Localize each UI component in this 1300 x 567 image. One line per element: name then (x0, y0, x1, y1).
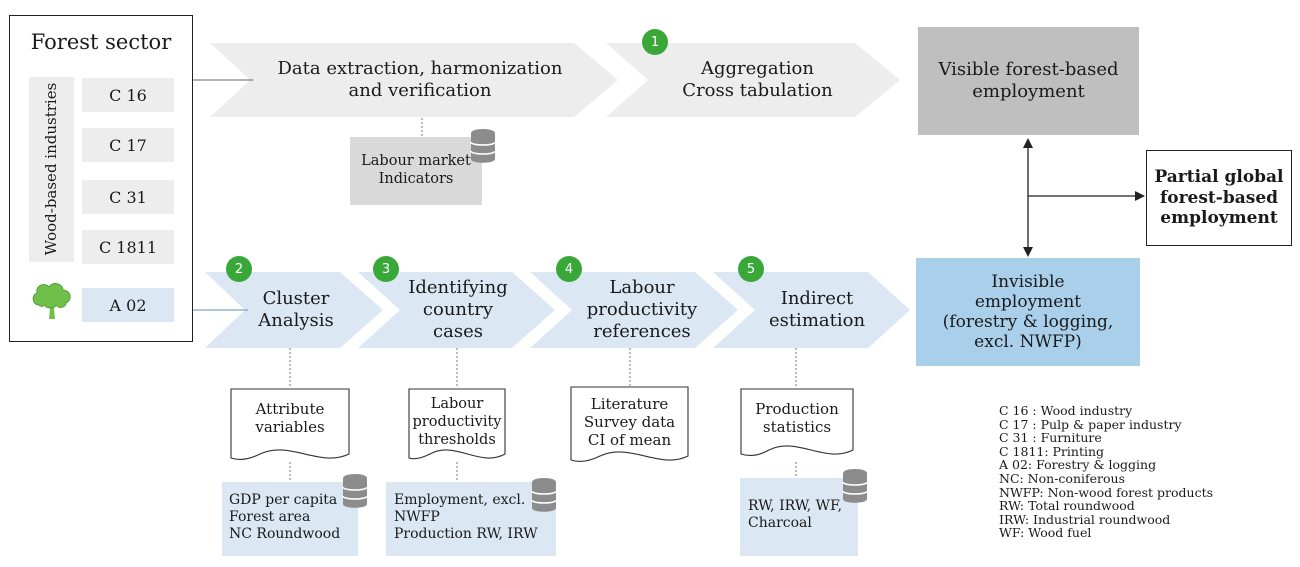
step-indirect-label: Indirect estimation (768, 288, 866, 331)
step-badge-2: 2 (226, 256, 252, 282)
database-icon (842, 469, 868, 503)
db-country-box (386, 482, 556, 556)
invisible-employment-box: Invisible employment (forestry & logging… (916, 258, 1140, 366)
legend-item: NWFP: Non-wood forest products (999, 484, 1214, 500)
doc-literature-label: Literature Survey data CI of mean (583, 394, 676, 450)
chevron-productivity (530, 272, 738, 348)
step-badge-3: 3 (373, 256, 399, 282)
code-a02: A 02 (82, 288, 174, 322)
arrow-head-up (1023, 138, 1033, 148)
db-cluster-text: GDP per capita Forest area NC Roundwood (229, 492, 341, 543)
code-c17: C 17 (82, 128, 174, 162)
partial-global-box: Partial global forest-based employment (1146, 150, 1292, 246)
db-cluster-box (222, 482, 358, 556)
chevron-country-cases (358, 272, 555, 348)
doc-shape-thresholds (408, 388, 506, 460)
abbreviation-legend: C 16 : Wood industry C 17 : Pulp & paper… (999, 404, 1294, 540)
legend-item: C 31 : Furniture (999, 430, 1102, 446)
database-icon (342, 474, 368, 508)
chevron-indirect (713, 272, 910, 348)
chevron-data-extraction (210, 43, 618, 117)
chevron-cluster (205, 272, 383, 348)
database-icon (470, 129, 496, 163)
database-icon (531, 478, 557, 512)
step-aggregation-label: Aggregation Cross tabulation (682, 58, 833, 101)
arrow-head-down (1023, 247, 1033, 257)
legend-item: C 1811: Printing (999, 443, 1105, 459)
step-badge-4: 4 (556, 256, 582, 282)
doc-thresholds-label: Labour productivity thresholds (412, 396, 502, 448)
step-productivity-label: Labour productivity references (586, 277, 698, 342)
doc-shape-production (740, 388, 854, 456)
code-c16: C 16 (82, 78, 174, 112)
wood-industries-label-box (29, 77, 74, 262)
step-data-extraction-label: Data extraction, harmonization and verif… (277, 58, 563, 101)
arrow-head-right (1135, 191, 1145, 201)
doc-production-label: Production statistics (755, 399, 839, 436)
legend-item: A 02: Forestry & logging (999, 457, 1157, 473)
doc-attribute-label: Attribute variables (255, 399, 325, 436)
legend-item: WF: Wood fuel (999, 525, 1092, 541)
chevron-aggregation (606, 43, 900, 117)
code-c31: C 31 (82, 180, 174, 214)
code-c1811: C 1811 (82, 230, 174, 264)
wood-industries-label: Wood-based industries (42, 82, 60, 256)
db-indirect-text: RW, IRW, WF, Charcoal (748, 498, 843, 532)
legend-item: IRW: Industrial roundwood (999, 511, 1171, 527)
step-country-cases-label: Identifying country cases (408, 277, 508, 342)
forest-sector-title: Forest sector (30, 30, 172, 54)
step-cluster-label: Cluster Analysis (258, 288, 334, 331)
legend-item: NC: Non-coniferous (999, 470, 1125, 486)
legend-item: C 16 : Wood industry (999, 403, 1133, 418)
step-badge-5: 5 (738, 256, 764, 282)
db-country-text: Employment, excl. NWFP Production RW, IR… (394, 492, 538, 543)
visible-employment-box: Visible forest-based employment (918, 27, 1139, 135)
labour-market-db-box: Labour market Indicators (350, 137, 482, 205)
tree-icon (32, 283, 71, 319)
db-indirect-box (740, 478, 858, 556)
doc-shape-attribute (230, 388, 350, 460)
step-badge-1: 1 (642, 29, 668, 55)
legend-item: C 17 : Pulp & paper industry (999, 416, 1182, 432)
doc-shape-literature (570, 386, 689, 462)
legend-item: RW: Total roundwood (999, 498, 1135, 514)
